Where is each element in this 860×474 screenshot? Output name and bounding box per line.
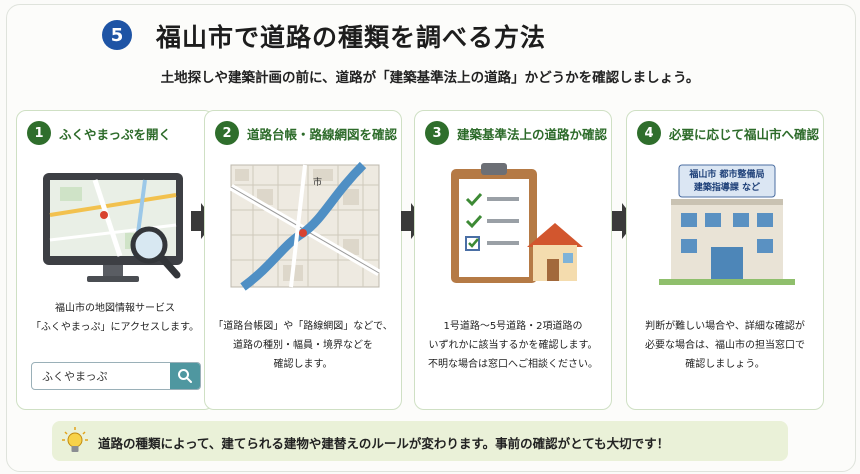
description-line: 道路の種別・幅員・境界などを xyxy=(233,340,373,351)
step-number: 2 xyxy=(215,121,239,145)
step-card-4: 4 必要に応じて福山市へ確認 福山市 都市整備局 建築指導課 など 判断が難しい… xyxy=(626,110,824,410)
description-line: 判断が難しい場合や、詳細な確認が xyxy=(645,321,805,332)
tip-text: 道路の種類によって、建てられる建物や建替えのルールが変わります。事前の確認がとて… xyxy=(98,436,670,451)
map-label: 市 xyxy=(313,176,322,188)
step-title: 道路台帳・路線網図を確認 xyxy=(247,126,398,142)
search-input-text: ふくやまっぷ xyxy=(42,370,108,383)
step-title: 建築基準法上の道路か確認 xyxy=(457,126,608,142)
step-number: 3 xyxy=(425,121,449,145)
step-title: ふくやまっぷを開く xyxy=(59,126,172,142)
office-sign-line: 福山市 都市整備局 xyxy=(688,168,764,180)
monitor-map-icon xyxy=(43,173,183,282)
step-description: 1号道路～5号道路・2項道路の いずれかに該当するかを確認します。 不明な場合は… xyxy=(415,317,611,374)
description-line: 不明な場合は窓口へご相談ください。 xyxy=(428,359,598,370)
page-title: 福山市で道路の種類を調べる方法 xyxy=(156,23,547,52)
city-office-icon: 福山市 都市整備局 建築指導課 など xyxy=(659,164,795,285)
step-number: 4 xyxy=(637,121,661,145)
arrow-right-icon xyxy=(612,203,636,239)
search-icon xyxy=(178,369,192,383)
search-button[interactable] xyxy=(170,363,200,389)
description-line: いずれかに該当するかを確認します。 xyxy=(428,340,598,351)
office-sign-line: 建築指導課 など xyxy=(694,181,760,193)
tip-banner: 道路の種類によって、建てられる建物や建替えのルールが変わります。事前の確認がとて… xyxy=(52,421,788,461)
step-description: 「道路台帳図」や「路線網図」などで、 道路の種別・幅員・境界などを 確認します。 xyxy=(205,317,401,374)
arrow-right-icon xyxy=(401,203,425,239)
lightbulb-icon xyxy=(62,427,88,452)
step-description: 判断が難しい場合や、詳細な確認が 必要な場合は、福山市の担当窓口で 確認しましょ… xyxy=(627,317,823,374)
step-header: 2 道路台帳・路線網図を確認 xyxy=(215,121,397,145)
description-line: 福山市の地図情報サービス xyxy=(55,303,175,314)
step-card-2: 2 道路台帳・路線網図を確認 市 「道路台帳図」や「路線網図」などで、 道路の種… xyxy=(204,110,402,410)
search-input[interactable]: ふくやまっぷ xyxy=(31,362,201,390)
street-map-icon: 市 xyxy=(229,161,381,291)
step-card-3: 3 建築基準法上の道路か確認 1号道路～5号道路・2項道路の いずれかに該当する… xyxy=(414,110,612,410)
description-line: 必要な場合は、福山市の担当窓口で xyxy=(645,340,805,351)
section-number-badge: 5 xyxy=(102,20,132,50)
description-line: 「道路台帳図」や「路線網図」などで、 xyxy=(213,321,393,332)
step-title: 必要に応じて福山市へ確認 xyxy=(669,126,820,142)
arrow-right-icon xyxy=(191,203,215,239)
step-header: 4 必要に応じて福山市へ確認 xyxy=(637,121,819,145)
description-line: 確認します。 xyxy=(273,359,333,370)
description-line: 確認しましょう。 xyxy=(685,359,765,370)
step-header: 3 建築基準法上の道路か確認 xyxy=(425,121,607,145)
step-description: 福山市の地図情報サービス 「ふくやまっぷ」にアクセスします。 xyxy=(17,299,213,337)
description-line: 「ふくやまっぷ」にアクセスします。 xyxy=(30,322,200,333)
description-line: 1号道路～5号道路・2項道路の xyxy=(443,321,583,332)
step-card-1: 1 ふくやまっぷを開く 福山市の地図情報サービス 「ふくやまっぷ」にアクセスしま… xyxy=(16,110,214,410)
checklist-house-icon xyxy=(451,163,583,283)
step-header: 1 ふくやまっぷを開く xyxy=(27,121,171,145)
step-number: 1 xyxy=(27,121,51,145)
page-subtitle: 土地探しや建築計画の前に、道路が「建築基準法上の道路」かどうかを確認しましょう。 xyxy=(160,70,700,86)
